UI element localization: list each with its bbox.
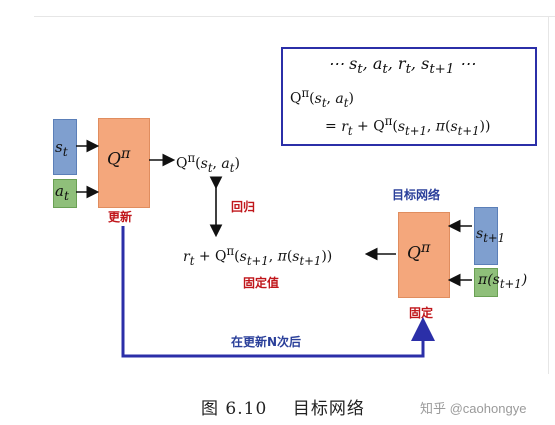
formula-box <box>281 47 537 146</box>
formula-line-q: Qπ(st, at) <box>290 86 354 110</box>
target-formula: rt + Qπ(st+1, π(st+1)) <box>183 244 333 268</box>
target-q-network-label: Qπ <box>407 240 431 264</box>
frame-top-line <box>34 16 555 17</box>
action-at-label: at <box>55 182 69 203</box>
regression-label: 回归 <box>231 200 256 214</box>
formula-line-target: = rt + Qπ(st+1, π(st+1)) <box>325 114 491 138</box>
watermark: 知乎 @caohongye <box>420 401 527 416</box>
update-label: 更新 <box>108 210 133 224</box>
frame-right-line <box>548 16 549 374</box>
target-network-title: 目标网络 <box>392 188 441 202</box>
state-st-box <box>53 119 77 175</box>
policy-box <box>474 268 498 297</box>
fixed-value-label: 固定值 <box>243 276 280 290</box>
figure-caption: 图 6.10 目标网络 <box>201 399 365 419</box>
q-output-label: Qπ(st, at) <box>176 151 240 175</box>
copy-after-n-updates-label: 在更新N次后 <box>231 335 302 349</box>
formula-line-sequence: ⋯ st, at, rt, st+1 ⋯ <box>328 54 476 78</box>
state-st1-label: st+1 <box>476 226 506 245</box>
state-st-label: st <box>55 138 68 159</box>
action-at-box <box>53 179 77 208</box>
q-network-label: Qπ <box>107 146 131 170</box>
policy-label: π(st+1) <box>478 272 528 291</box>
arrow-copy-weights <box>121 226 435 358</box>
q-network-box <box>98 118 150 208</box>
target-q-network-box <box>398 212 450 298</box>
state-st1-box <box>474 207 498 265</box>
fixed-label: 固定 <box>409 306 434 320</box>
